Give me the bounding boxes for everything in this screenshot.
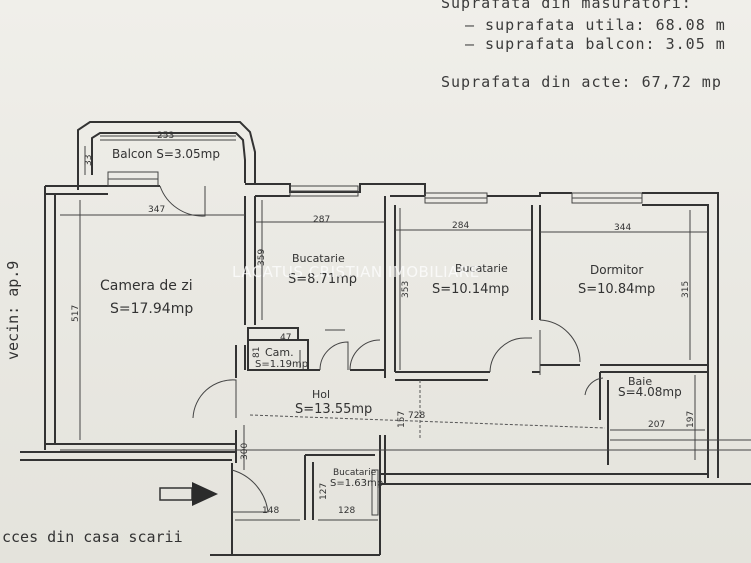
dim-bedroom-depth: 315: [681, 281, 691, 298]
bathroom-area: S=4.08mp: [618, 385, 682, 399]
small-kitchen-name: Bucatarie: [333, 468, 377, 478]
dim-second-kitchen-depth: 353: [401, 281, 411, 298]
kitchen-area: S=8.71mp: [288, 272, 357, 287]
entrance-label: cces din casa scarii: [2, 528, 183, 546]
neighbor-label: vecin: ap.9: [4, 261, 22, 360]
outer-walls: [20, 171, 751, 485]
dim-second-kitchen-width: 284: [452, 221, 469, 231]
entrance-arrow-icon: [159, 482, 218, 506]
hallway-area: S=13.55mp: [295, 402, 372, 417]
dim-kitchen-width: 287: [313, 215, 330, 225]
dim-hallway-width: 157: [397, 411, 407, 428]
bathroom-name: Baie: [628, 375, 652, 388]
dim-bathroom-depth: 197: [686, 411, 696, 428]
dim-kitchen-depth: 359: [257, 249, 267, 266]
pantry-name: Cam.: [265, 346, 294, 359]
bedroom-name: Dormitor: [590, 263, 643, 277]
second-kitchen-area: S=10.14mp: [432, 282, 509, 297]
dim-hallway-length: 728: [408, 411, 425, 421]
dim-bathroom-width: 207: [648, 420, 665, 430]
dim-small-kitchen-width: 128: [338, 506, 355, 516]
kitchen-name: Bucatarie: [292, 252, 345, 265]
door-swings: [159, 185, 604, 513]
hallway-name: Hol: [312, 388, 330, 401]
dim-pantry-width: 47: [280, 333, 291, 343]
balcony-walls: [77, 121, 256, 190]
measurements-title: Suprafata din masuratori:: [441, 0, 692, 12]
dim-balcony-width: 253: [157, 131, 174, 141]
deed-area-line: Suprafata din acte: 67,72 mp: [441, 73, 722, 91]
dim-entry-width: 148: [262, 506, 279, 516]
usable-area-line: – suprafata utila: 68.08 m: [465, 16, 726, 34]
balcony-label: Balcon S=3.05mp: [112, 147, 220, 161]
interior-walls: [210, 196, 708, 556]
balcony-area-line: – suprafata balcon: 3.05 m: [465, 35, 726, 53]
second-kitchen-name: Bucatarie: [455, 262, 508, 275]
living-room-name: Camera de zi: [100, 278, 193, 294]
agency-watermark: LACATUS CRISTIAN IMOBILIARE: [232, 263, 480, 281]
dim-pantry-depth: 81: [252, 347, 262, 358]
pantry-area: S=1.19mp: [255, 359, 308, 370]
small-kitchen-area: S=1.63mp: [330, 478, 383, 489]
dimension-lines: [60, 139, 751, 521]
dim-living-width: 347: [148, 205, 165, 215]
dim-bedroom-width: 344: [614, 223, 631, 233]
dim-living-depth: 517: [71, 305, 81, 322]
living-room-area: S=17.94mp: [110, 301, 193, 317]
dim-balcony-depth: 33: [84, 155, 94, 166]
bedroom-area: S=10.84mp: [578, 282, 655, 297]
dim-entry-length: 300: [240, 443, 250, 460]
dim-small-kitchen-depth: 127: [319, 483, 329, 500]
